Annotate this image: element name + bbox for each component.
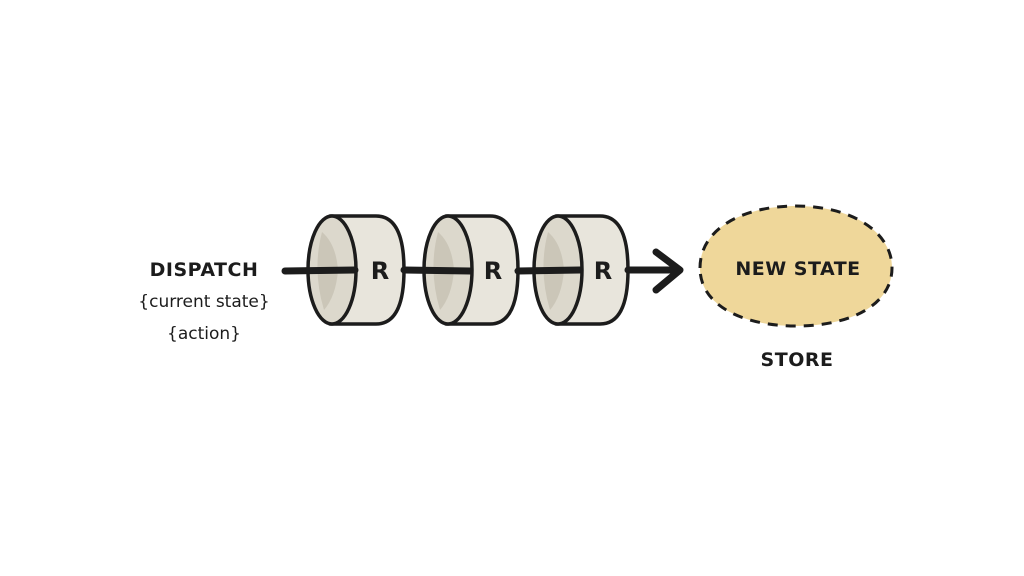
flow-segment-2-3: [514, 266, 584, 275]
flow-segment-1-2: [400, 266, 474, 275]
dispatch-action: {action}: [167, 324, 241, 344]
reducer-3-label: R: [594, 257, 612, 285]
new-state-label: NEW STATE: [735, 258, 860, 280]
reducer-2-label: R: [484, 257, 502, 285]
reducer-1-label: R: [371, 257, 389, 285]
dispatch-label-group: DISPATCH {current state} {action}: [138, 259, 269, 344]
new-state-blob: NEW STATE: [698, 204, 894, 328]
dispatch-current-state: {current state}: [138, 292, 269, 312]
dispatch-title: DISPATCH: [150, 259, 259, 281]
store-label: STORE: [761, 349, 834, 371]
flow-segment-in: [281, 266, 359, 275]
flow-line: [281, 266, 676, 275]
reducer-1: R: [306, 214, 406, 326]
arrow-head-icon: [652, 248, 684, 294]
new-state-outline: [698, 204, 894, 328]
